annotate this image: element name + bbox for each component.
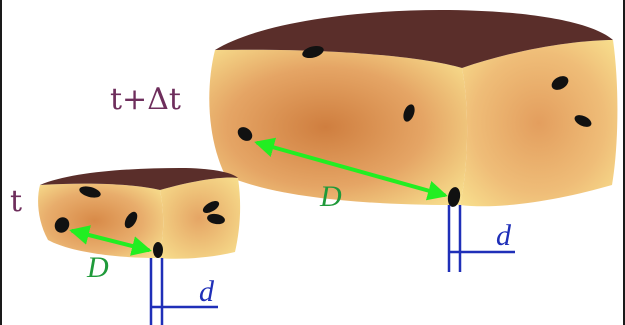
size-label-d-large: d [496, 219, 512, 252]
size-label-d-small: d [199, 275, 215, 308]
raisin [153, 242, 163, 258]
small-bread-loaf [38, 168, 240, 259]
distance-label-D-large: D [319, 180, 342, 213]
time-label-t: t [10, 184, 22, 219]
large-loaf-side-face [460, 40, 617, 206]
small-loaf-side-face [158, 178, 240, 259]
distance-label-D-small: D [86, 251, 109, 284]
time-label-t-plus-dt: t+Δt [110, 82, 181, 117]
